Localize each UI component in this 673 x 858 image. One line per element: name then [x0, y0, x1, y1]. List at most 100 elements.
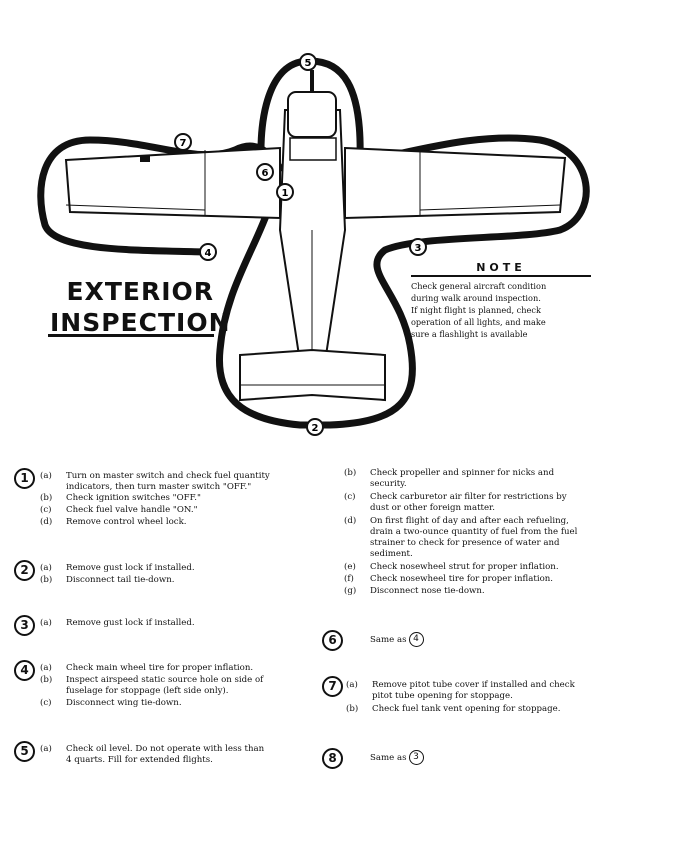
item-letter: (a) [40, 663, 52, 673]
right-aileron-line [419, 204, 561, 211]
step-ref-icon: 3 [408, 750, 424, 765]
step-item: (c)Check fuel valve handle "ON." [40, 505, 198, 516]
step-item: (a) Turn on master switch and check fuel … [40, 471, 270, 493]
windshield [289, 137, 337, 161]
item-letter: (a) [40, 618, 52, 628]
step-item: (e) Check nosewheel strut for proper infl… [344, 562, 559, 573]
title-line-1: EXTERIOR [66, 277, 215, 306]
item-letter: (c) [40, 505, 52, 515]
item-letter: (a) [346, 680, 358, 690]
step-item: (a) Remove gust lock if installed. [40, 618, 195, 629]
same-as-text: Same as [370, 635, 407, 645]
item-line: Check main wheel tire for proper inflati… [66, 663, 254, 673]
station-marker-circle [409, 238, 427, 256]
station-marker-label: 7 [180, 138, 187, 149]
station-marker-label: 4 [205, 248, 212, 259]
item-letter: (a) [40, 563, 52, 573]
item-line: fuselage for stoppage (left side only). [66, 686, 229, 696]
walk-around-path-lower [215, 134, 590, 429]
step-item: (b)Check fuel tank vent opening for stop… [346, 704, 560, 715]
step-item: (a) Remove gust lock if installed. [40, 563, 195, 574]
step-number: 4 [14, 660, 35, 681]
item-letter: (b) [40, 575, 53, 585]
item-letter: (b) [346, 704, 359, 714]
note-line: operation of all lights, and make [411, 317, 546, 327]
note-line: Check general aircraft condition [411, 281, 547, 291]
item-letter: (g) [344, 586, 357, 596]
step-ref-icon: 4 [408, 632, 424, 647]
item-line: Check propeller and spinner for nicks an… [370, 468, 555, 478]
item-line: Disconnect nose tie-down. [370, 586, 485, 596]
item-letter: (e) [344, 562, 356, 572]
station-marker-label: 6 [262, 168, 269, 179]
item-line: Inspect airspeed static source hole on s… [66, 675, 264, 685]
note-line: during walk around inspection. [411, 293, 541, 303]
item-letter: (b) [40, 675, 53, 685]
step-item: (d) Remove control wheel lock. [40, 517, 187, 528]
item-line: security. [370, 479, 407, 489]
step-item: (a)Remove pitot tube cover if installed … [346, 680, 575, 702]
station-marker-circle [299, 53, 317, 71]
step-number: 5 [14, 741, 35, 762]
note-heading: NOTE [411, 262, 591, 277]
title-line-2: INSPECTION [50, 308, 231, 337]
note-box: NOTE Check general aircraft condition du… [411, 262, 591, 340]
station-marker-label: 1 [282, 188, 289, 199]
item-line: Check ignition switches "OFF." [66, 493, 201, 503]
step-item: (b) Check ignition switches "OFF." [40, 493, 201, 504]
left-wing [64, 146, 281, 220]
inspection-steps: 1 (a)Turn on master switch and check fue… [0, 460, 673, 858]
step-item: (a)Check oil level. Do not operate with … [40, 744, 264, 766]
item-line: dust or other foreign matter. [370, 503, 495, 513]
title-underline [48, 334, 214, 337]
step-number: 8 [322, 748, 343, 769]
cowling [287, 91, 337, 138]
station-marker-circle [199, 243, 217, 261]
item-line: 4 quarts. Fill for extended flights. [66, 755, 213, 765]
left-aileron-line [65, 204, 206, 211]
station-marker-circle [256, 163, 274, 181]
item-letter: (a) [40, 471, 52, 481]
item-line: Check nosewheel strut for proper inflati… [370, 562, 559, 572]
item-letter: (b) [40, 493, 53, 503]
step-item: (b) Disconnect tail tie-down. [40, 575, 174, 586]
item-letter: (f) [344, 574, 354, 584]
item-line: Disconnect tail tie-down. [66, 575, 175, 585]
step-item: (c)Disconnect wing tie-down. [40, 698, 182, 709]
item-letter: (d) [40, 517, 53, 527]
item-line: strainer to check for presence of water … [370, 538, 560, 548]
item-line: Remove control wheel lock. [66, 517, 187, 527]
right-wing [344, 146, 567, 220]
item-line: Check carburetor air filter for restrict… [370, 492, 567, 502]
item-line: sediment. [370, 549, 413, 559]
item-letter: (c) [40, 698, 52, 708]
item-letter: (c) [344, 492, 356, 502]
item-line: indicators, then turn master switch "OFF… [66, 482, 252, 492]
step-number: 7 [322, 676, 343, 697]
step-number: 6 [322, 630, 343, 651]
item-line: Turn on master switch and check fuel qua… [66, 471, 270, 481]
step-item: (c) Check carburetor air filter for restr… [344, 492, 567, 514]
step-item: (d)On first flight of day and after each… [344, 516, 577, 560]
left-fuel-cap [140, 156, 150, 162]
page-title: EXTERIOR INSPECTION [50, 276, 231, 338]
station-marker-label: 3 [415, 243, 422, 254]
step-number: 2 [14, 560, 35, 581]
item-letter: (d) [344, 516, 357, 526]
item-letter: (a) [40, 744, 52, 754]
step-item: (f)Check nosewheel tire for proper infla… [344, 574, 553, 585]
step-item: (b) Inspect airspeed static source hole o… [40, 675, 263, 697]
horizontal-stabilizer [239, 348, 386, 402]
item-line: Remove gust lock if installed. [66, 563, 195, 573]
station-marker-circle [276, 183, 294, 201]
same-as-text: Same as [370, 753, 407, 763]
item-line: Remove gust lock if installed. [66, 618, 195, 628]
item-line: pitot tube opening for stoppage. [372, 691, 513, 701]
station-marker-circle [306, 418, 324, 436]
note-line: sure a flashlight is available [411, 329, 528, 339]
item-letter: (b) [344, 468, 357, 478]
step-number: 3 [14, 615, 35, 636]
